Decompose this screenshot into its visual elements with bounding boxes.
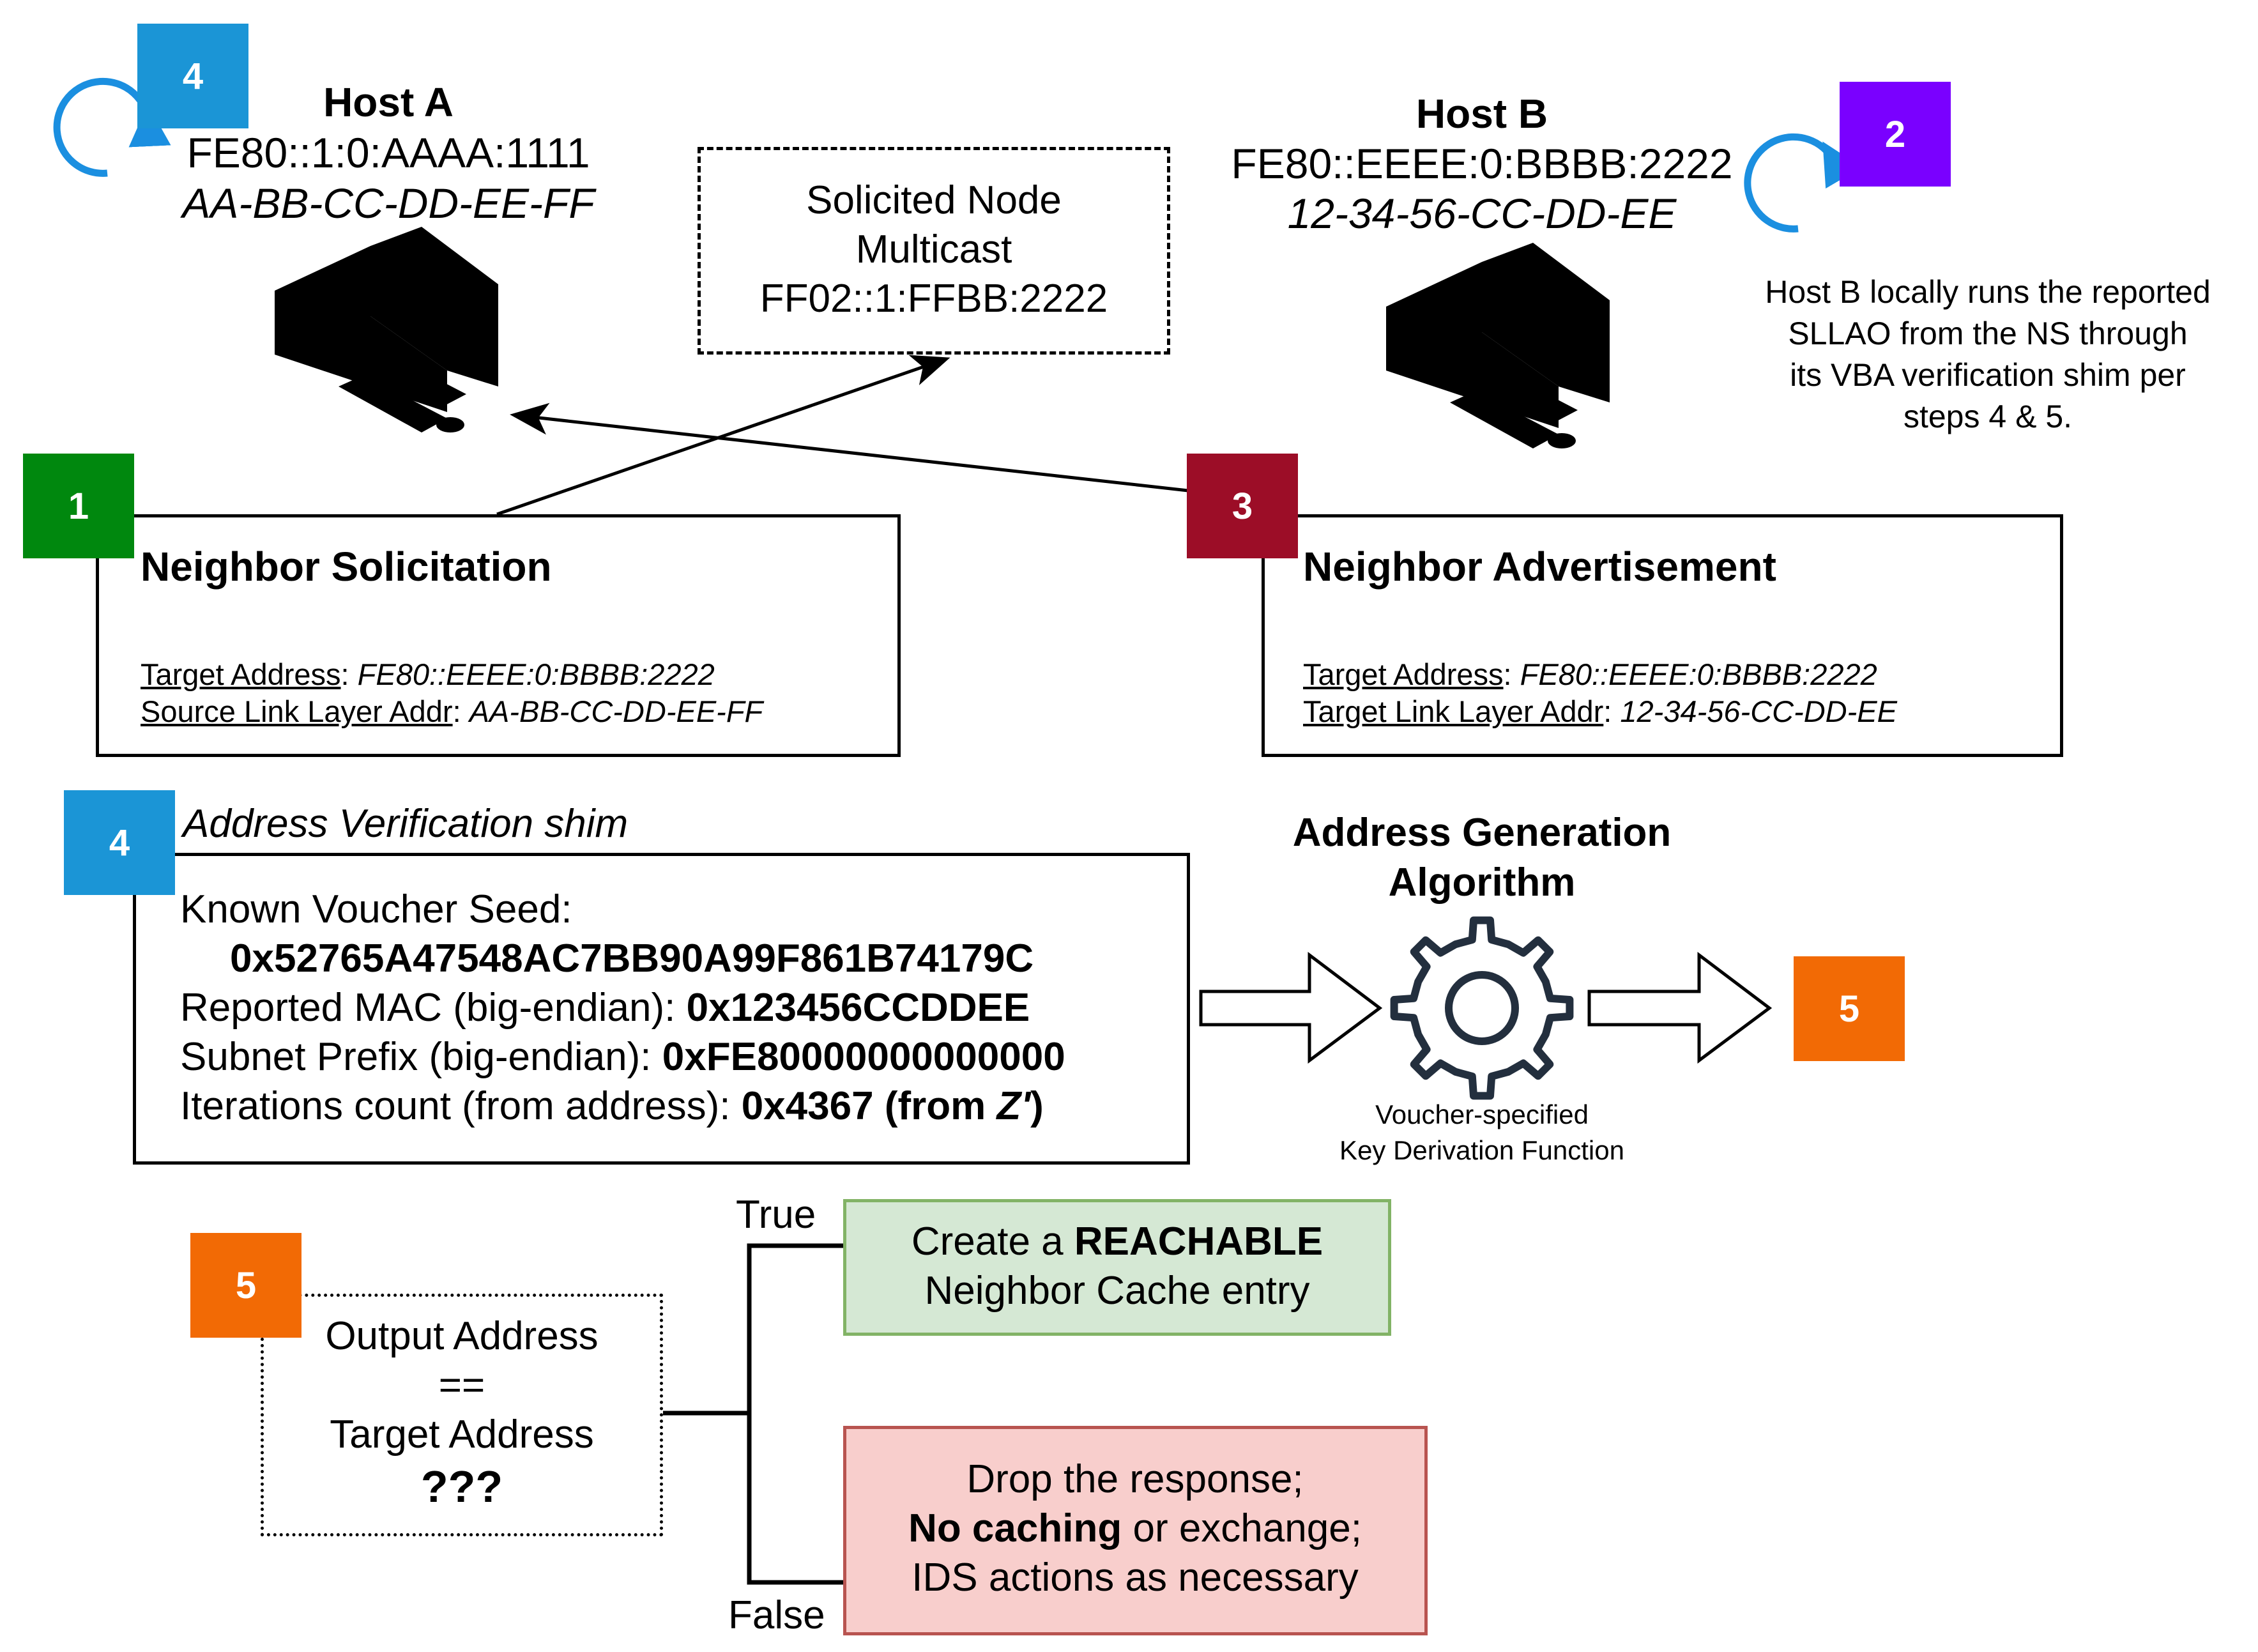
shim-box	[133, 853, 1190, 1165]
compare-line-1: Output Address	[325, 1314, 599, 1358]
host-b-note-line-3: its VBA verification shim per	[1790, 357, 2186, 393]
host-a-name: Host A	[323, 79, 454, 125]
aga-sub-line-2: Key Derivation Function	[1339, 1135, 1624, 1165]
step-4-badge-top: 4	[137, 24, 248, 128]
neighbor-solicitation-box	[96, 514, 901, 757]
na-title: Neighbor Advertisement	[1303, 544, 1776, 590]
false-box-line-3: IDS actions as necessary	[912, 1556, 1359, 1600]
host-a-ip: FE80::1:0:AAAA:1111	[187, 129, 590, 176]
neighbor-advertisement-box	[1262, 514, 2063, 757]
false-branch-line	[747, 1413, 843, 1585]
shim-mac-line: Reported MAC (big-endian): 0x123456CCDDE…	[180, 986, 1030, 1030]
step-1-badge: 1	[23, 454, 134, 558]
host-b-note-line-1: Host B locally runs the reported	[1765, 274, 2211, 310]
true-result-box	[843, 1199, 1391, 1336]
shim-title: Address Verification shim	[183, 802, 629, 846]
compare-line-3: Target Address	[330, 1412, 594, 1457]
gear-outline	[1390, 916, 1574, 1100]
true-branch-line	[747, 1243, 843, 1413]
false-box-bold: No caching	[908, 1506, 1122, 1550]
compare-line-4: ???	[420, 1462, 503, 1511]
shim-prefix-line: Subnet Prefix (big-endian): 0xFE80000000…	[180, 1035, 1065, 1079]
gear-hub	[1445, 971, 1519, 1045]
multicast-line-1: Solicited Node	[806, 178, 1062, 222]
false-result-box	[843, 1426, 1428, 1635]
shim-iter-z: Z'	[996, 1084, 1031, 1128]
host-a-mac: AA-BB-CC-DD-EE-FF	[182, 180, 595, 227]
ns-target-line: Target Address: FE80::EEEE:0:BBBB:2222	[141, 657, 715, 691]
host-b-note-line-2: SLLAO from the NS through	[1788, 316, 2188, 351]
na-target-line: Target Address: FE80::EEEE:0:BBBB:2222	[1303, 657, 1877, 691]
true-box-line-1: Create a REACHABLE	[912, 1220, 1323, 1264]
ns-target-label: Target Address	[141, 657, 341, 691]
computer-icon-host-b	[1386, 243, 1610, 448]
gear-icon	[1390, 916, 1574, 1100]
ns-source-value: AA-BB-CC-DD-EE-FF	[469, 694, 763, 728]
ns-source-line: Source Link Layer Addr: AA-BB-CC-DD-EE-F…	[141, 694, 763, 728]
shim-seed-label: Known Voucher Seed:	[180, 887, 572, 931]
true-box-bold: REACHABLE	[1074, 1220, 1324, 1264]
false-box-line-1: Drop the response;	[966, 1457, 1304, 1501]
na-to-host-a-arrow	[510, 402, 1189, 493]
shim-iter-label: Iterations count (from address):	[180, 1084, 731, 1128]
multicast-box	[698, 147, 1170, 355]
shim-prefix-label: Subnet Prefix (big-endian):	[180, 1035, 652, 1079]
false-label: False	[728, 1593, 825, 1637]
step-5-badge-right: 5	[1794, 956, 1905, 1061]
shim-seed-value: 0x52765A47548AC7BB90A99F861B74179C	[230, 937, 1034, 981]
refresh-icon-host-a	[53, 77, 171, 177]
host-b-ip: FE80::EEEE:0:BBBB:2222	[1231, 140, 1733, 187]
na-tlla-value: 12-34-56-CC-DD-EE	[1620, 694, 1897, 728]
step-4-badge-shim: 4	[64, 790, 175, 895]
ns-target-value: FE80::EEEE:0:BBBB:2222	[357, 657, 715, 691]
shim-mac-value: 0x123456CCDDEE	[686, 986, 1030, 1030]
na-tlla-label: Target Link Layer Addr	[1303, 694, 1604, 728]
host-b-mac: 12-34-56-CC-DD-EE	[1287, 190, 1677, 237]
shim-to-aga-arrow	[1199, 951, 1383, 1064]
shim-iter-value: 0x4367 (from	[741, 1084, 997, 1128]
na-target-value: FE80::EEEE:0:BBBB:2222	[1520, 657, 1877, 691]
aga-to-step5-arrow	[1587, 951, 1773, 1064]
host-b-note-line-4: steps 4 & 5.	[1903, 399, 2073, 434]
shim-mac-label: Reported MAC (big-endian):	[180, 986, 676, 1030]
refresh-icon-host-b	[1744, 133, 1863, 233]
step-2-badge: 2	[1840, 82, 1951, 187]
aga-title-line-1: Address Generation	[1292, 811, 1672, 855]
aga-title-line-2: Algorithm	[1388, 860, 1576, 905]
shim-iter-close: )	[1030, 1084, 1044, 1128]
na-target-label: Target Address	[1303, 657, 1504, 691]
true-box-pre: Create a	[911, 1220, 1074, 1264]
computer-icon-host-a	[275, 227, 498, 432]
true-label: True	[736, 1193, 816, 1237]
shim-prefix-value: 0xFE80000000000000	[662, 1035, 1065, 1079]
step-5-badge-compare: 5	[190, 1233, 301, 1338]
compare-box	[261, 1294, 663, 1536]
false-box-line-2-rest: or exchange;	[1122, 1506, 1362, 1550]
host-b-name: Host B	[1415, 91, 1548, 137]
ns-title: Neighbor Solicitation	[141, 544, 552, 590]
step-3-badge: 3	[1187, 454, 1298, 558]
true-box-line-2: Neighbor Cache entry	[924, 1269, 1310, 1313]
multicast-line-2: Multicast	[855, 227, 1012, 272]
ns-source-label: Source Link Layer Addr	[141, 694, 453, 728]
shim-iter-line: Iterations count (from address): 0x4367 …	[180, 1084, 1044, 1128]
aga-sub-line-1: Voucher-specified	[1375, 1099, 1589, 1129]
compare-line-2: ==	[438, 1363, 485, 1407]
false-box-line-2: No caching or exchange;	[908, 1506, 1362, 1550]
na-tlla-line: Target Link Layer Addr: 12-34-56-CC-DD-E…	[1303, 694, 1897, 728]
multicast-line-3: FF02::1:FFBB:2222	[759, 277, 1108, 321]
